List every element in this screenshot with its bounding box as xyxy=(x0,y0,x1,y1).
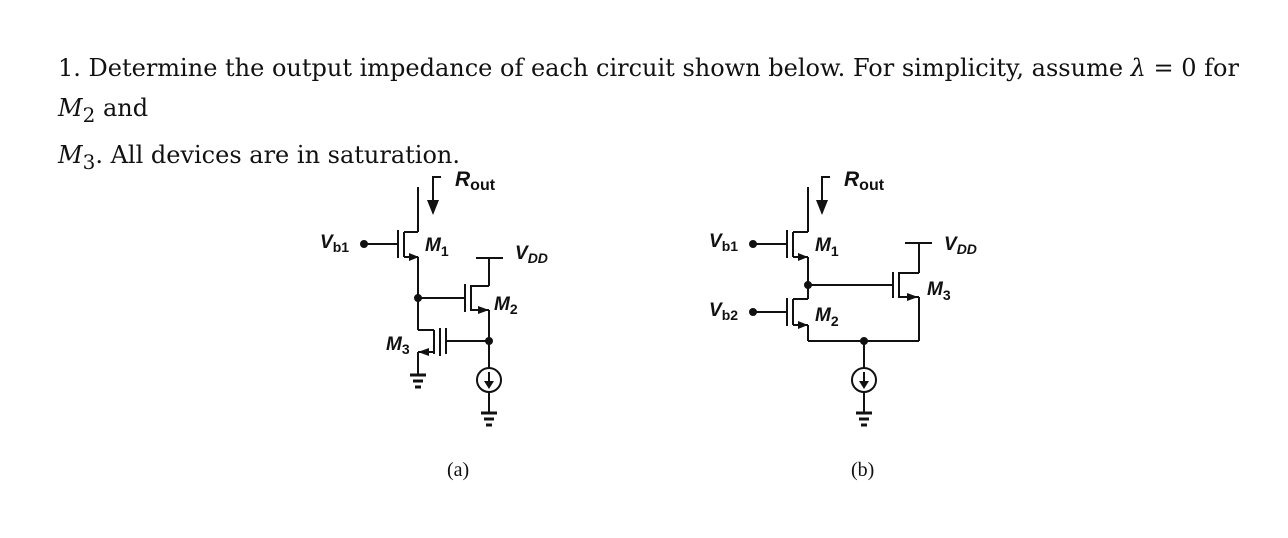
m1-label-a: M1 xyxy=(425,235,449,259)
problem-and: and xyxy=(95,94,149,122)
m3-transistor-a xyxy=(417,328,489,374)
m3-transistor-b xyxy=(892,243,920,341)
problem-number: 1. xyxy=(58,54,81,82)
m2-label-b: M2 xyxy=(815,305,839,329)
lambda-symbol: λ xyxy=(1130,54,1146,82)
current-source-a xyxy=(476,367,502,393)
circuit-a: Rout Vb1 M1 VDD M2 M3 (a) xyxy=(320,168,548,481)
vb2-label-b: Vb2 xyxy=(709,300,738,323)
caption-b: (b) xyxy=(851,459,874,481)
vdd-label-a: VDD xyxy=(515,243,548,266)
m1-transistor-a xyxy=(397,187,419,298)
rout-arrow-a xyxy=(427,176,441,215)
current-source-b xyxy=(851,367,877,393)
rout-arrow-b xyxy=(816,176,830,215)
m3-label-b: M3 xyxy=(927,279,951,303)
ground-symbol-m3-a xyxy=(410,373,426,389)
vb1-label-b: Vb1 xyxy=(709,231,738,254)
vb1-label-a: Vb1 xyxy=(320,232,349,255)
problem-text-b: . All devices are in saturation. xyxy=(95,140,461,169)
m3-subscript: 3 xyxy=(82,149,96,174)
circuit-b: Rout Vb1 Vb2 M1 M2 VDD M3 (b) xyxy=(709,168,977,481)
ground-symbol-cs-b xyxy=(856,411,872,427)
problem-eq: = 0 for xyxy=(1145,54,1239,82)
m2-subscript: 2 xyxy=(82,102,96,127)
m2-label-a: M2 xyxy=(494,294,518,317)
ground-symbol-cs-a xyxy=(481,411,497,427)
m2-transistor-b xyxy=(786,285,809,341)
m2-transistor-a xyxy=(464,258,490,341)
vdd-label-b: VDD xyxy=(944,234,977,257)
caption-a: (a) xyxy=(447,459,469,481)
rout-label-a: Rout xyxy=(455,168,496,194)
m1-transistor-b xyxy=(786,187,809,299)
problem-statement: 1. Determine the output impedance of eac… xyxy=(58,48,1248,182)
m2-symbol: M xyxy=(58,94,83,122)
m3-symbol: M xyxy=(58,140,83,169)
rout-label-b: Rout xyxy=(844,168,885,194)
m1-label-b: M1 xyxy=(815,235,839,259)
problem-text-a: Determine the output impedance of each c… xyxy=(80,54,1131,82)
m3-label-a: M3 xyxy=(386,334,410,357)
